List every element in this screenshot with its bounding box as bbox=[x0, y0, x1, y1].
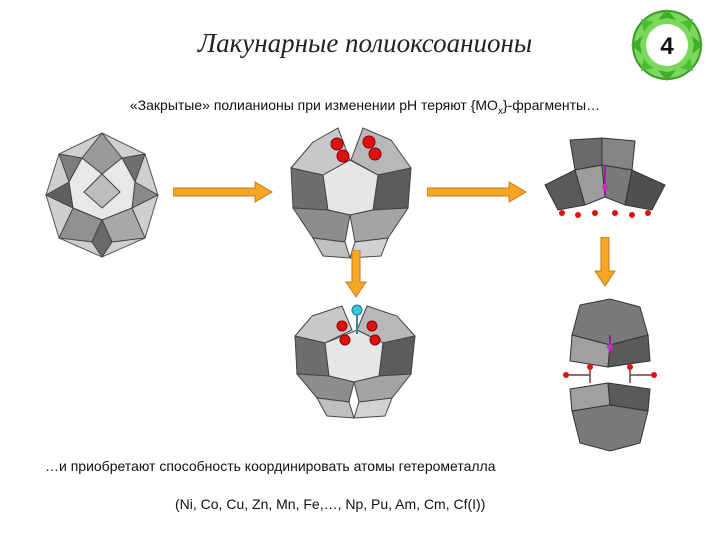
arrow-down-1 bbox=[345, 250, 367, 298]
subtitle-text: «Закрытые» полианионы при изменении pH т… bbox=[129, 97, 498, 113]
arrow-down-2 bbox=[594, 237, 616, 287]
lacunary-polyanion-figure bbox=[290, 127, 412, 259]
subtitle: «Закрытые» полианионы при изменении pH т… bbox=[40, 97, 690, 117]
trivacant-fragment-figure bbox=[544, 137, 666, 218]
keggin-polyanion-figure bbox=[44, 132, 160, 258]
sandwich-dimer-figure bbox=[563, 298, 657, 452]
green-polyhedron-icon bbox=[631, 9, 703, 81]
subtitle-subscript: x bbox=[497, 105, 503, 117]
subtitle-text-end: }-фрагменты… bbox=[502, 97, 601, 113]
arrow-right-1 bbox=[173, 181, 273, 203]
slide-number-badge: 4 bbox=[631, 9, 703, 81]
arrow-right-2 bbox=[427, 181, 527, 203]
bottom-text-line2: (Ni, Co, Cu, Zn, Mn, Fe,…, Np, Pu, Am, C… bbox=[175, 496, 486, 512]
bottom-text-line1: …и приобретают способность координироват… bbox=[45, 458, 496, 474]
slide-number: 4 bbox=[660, 33, 674, 60]
oxygen-atoms bbox=[330, 135, 382, 163]
slide-title: Лакунарные полиоксоанионы bbox=[197, 28, 533, 58]
heterometal-substituted-figure bbox=[294, 304, 416, 419]
